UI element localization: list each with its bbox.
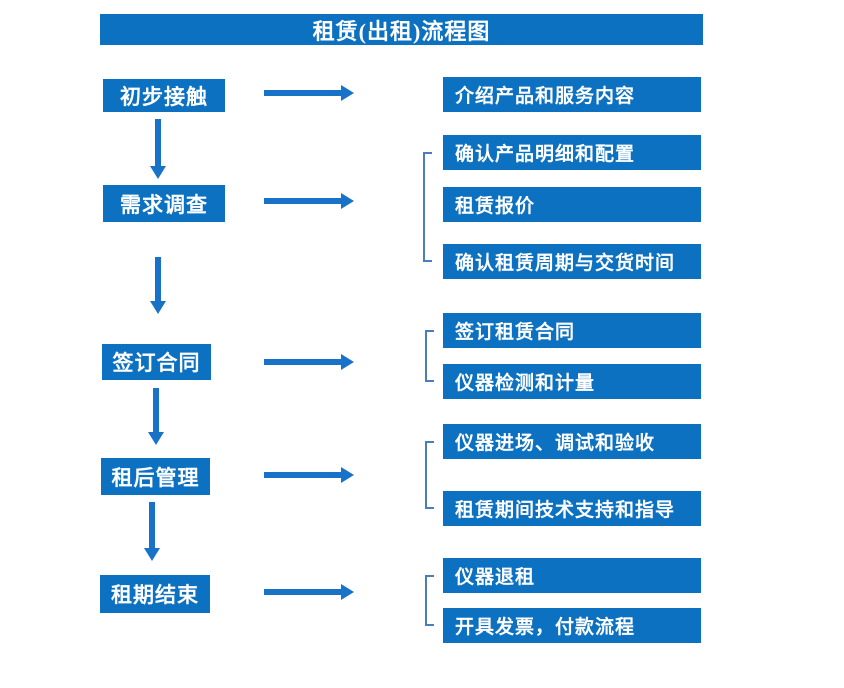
bracket-group-needs-survey [423,152,432,262]
step-box-post-rental-management: 租后管理 [101,458,210,495]
step-box-sign-contract: 签订合同 [102,344,211,380]
detail-box-invoice-payment: 开具发票，付款流程 [443,608,701,643]
detail-box-introduce-products: 介绍产品和服务内容 [443,77,701,112]
detail-box-confirm-period-delivery: 确认租赁周期与交货时间 [443,244,701,279]
arrow-down-1-icon [150,119,166,179]
detail-box-rental-quote: 租赁报价 [443,187,701,222]
detail-box-instrument-setup-acceptance: 仪器进场、调试和验收 [443,424,701,459]
detail-box-sign-rental-contract: 签订租赁合同 [443,313,701,348]
bracket-group-post-rental [425,441,434,509]
step-box-initial-contact: 初步接触 [103,79,225,112]
flowchart-title: 租赁(出租)流程图 [100,14,703,45]
detail-box-tech-support: 租赁期间技术支持和指导 [443,491,701,526]
step-box-needs-survey: 需求调查 [103,185,225,222]
bracket-group-rental-end [425,575,434,626]
arrow-right-1-icon [264,85,354,101]
step-box-rental-end: 租期结束 [100,575,210,613]
arrow-right-2-icon [264,193,354,209]
arrow-right-3-icon [264,354,354,370]
bracket-group-sign-contract [425,330,434,382]
detail-box-confirm-product-config: 确认产品明细和配置 [443,135,701,170]
detail-box-instrument-return: 仪器退租 [443,558,701,593]
arrow-down-4-icon [144,502,160,561]
arrow-right-4-icon [264,467,354,483]
arrow-down-3-icon [148,388,164,445]
detail-box-instrument-inspection: 仪器检测和计量 [443,364,701,399]
arrow-down-2-icon [150,257,166,314]
arrow-right-5-icon [264,584,354,600]
